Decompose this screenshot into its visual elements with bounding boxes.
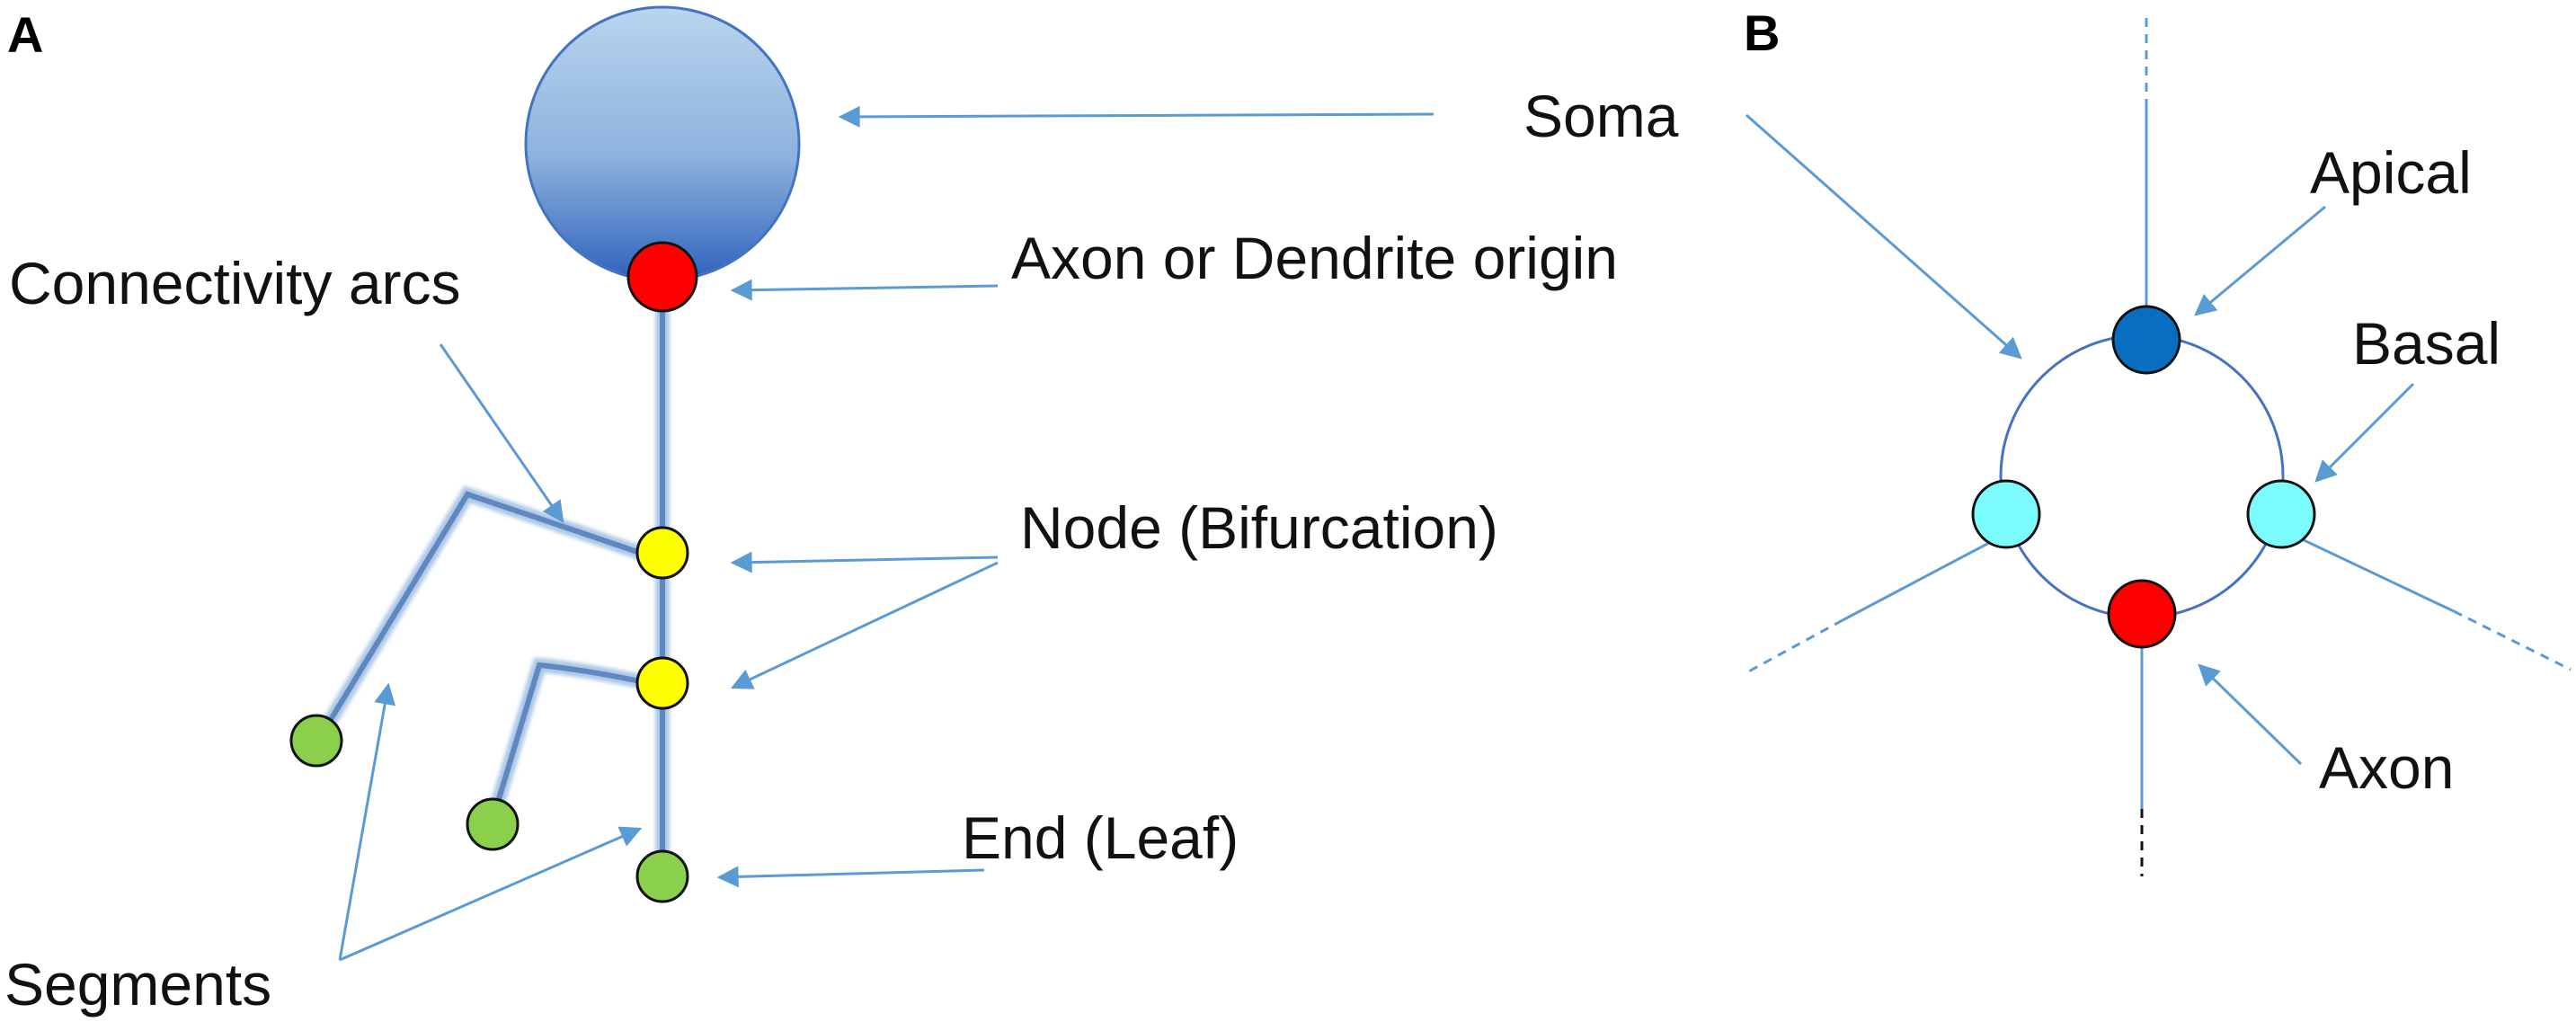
label-axon: Axon: [2319, 734, 2454, 801]
label-origin: Axon or Dendrite origin: [1011, 225, 1618, 291]
left-basal-line: [1842, 533, 2005, 622]
label-soma: Soma: [1523, 83, 1679, 149]
soma-ring: [1999, 333, 2285, 619]
axon-node: [2107, 579, 2177, 649]
label-connectivity-arcs: Connectivity arcs: [9, 250, 461, 316]
basal-arrow: [2314, 382, 2415, 483]
basal-node-left: [1971, 479, 2041, 549]
label-node: Node (Bifurcation): [1020, 494, 1498, 561]
soma-circle: [524, 5, 801, 282]
leaf-node-main: [635, 849, 689, 903]
leaf-node-left: [289, 714, 343, 768]
right-basal-line: [2282, 529, 2455, 613]
node-arrow-lower: [730, 561, 999, 689]
panel-label-b: B: [1744, 4, 1780, 61]
axon-arrow: [2198, 663, 2303, 766]
panel-label-a: A: [7, 6, 43, 63]
label-end: End (Leaf): [962, 804, 1239, 871]
origin-arrow: [730, 279, 999, 301]
bifurcation-node-upper: [635, 526, 689, 580]
leaf-node-middle: [466, 797, 520, 851]
arrows-panel-b: [1745, 113, 2415, 766]
node-arrow-upper: [730, 551, 999, 573]
arrows-panel-a: [338, 105, 1435, 962]
lower-branch-segment: [490, 662, 643, 822]
segments-arrow-upper: [338, 682, 396, 961]
left-basal-dashed-line: [1743, 618, 1843, 676]
upper-branch-halo: [312, 485, 647, 746]
apical-node: [2111, 305, 2181, 375]
connectivity-arc-arrow: [439, 343, 564, 523]
segments-arrow-lower: [339, 826, 643, 962]
origin-node: [626, 241, 698, 313]
soma-arrow-b: [1745, 113, 2022, 360]
right-basal-dashed-line: [2453, 609, 2572, 671]
label-basal: Basal: [2352, 310, 2500, 377]
soma-arrow-a: [838, 105, 1435, 128]
panel-b-lines: [1743, 18, 2572, 876]
bifurcation-node-lower: [635, 656, 689, 710]
apical-arrow: [2194, 205, 2326, 316]
label-apical: Apical: [2310, 139, 2472, 206]
label-segments: Segments: [4, 951, 271, 1018]
basal-node-right: [2246, 479, 2316, 549]
end-arrow: [716, 866, 985, 888]
